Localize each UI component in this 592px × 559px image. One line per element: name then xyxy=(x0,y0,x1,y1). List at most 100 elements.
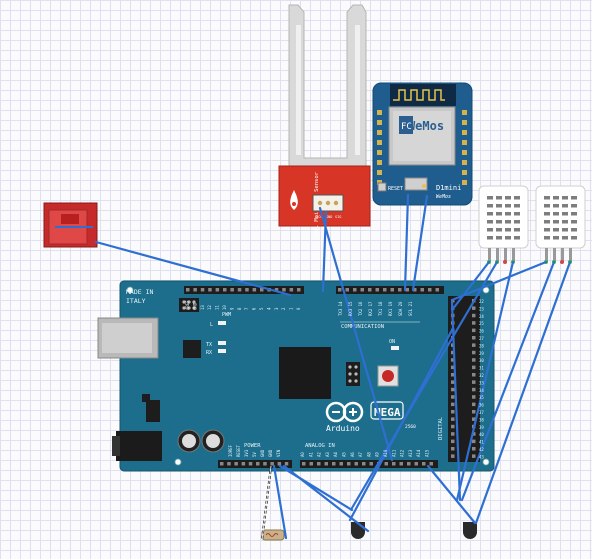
dht-sensor-2[interactable] xyxy=(535,185,586,264)
pin-label: 39 xyxy=(479,425,484,430)
pin-label: TX2 16 xyxy=(358,301,363,316)
l-label: L xyxy=(210,322,213,328)
wire-dht2-a[interactable] xyxy=(450,260,548,302)
pin-label: 3 xyxy=(274,307,279,310)
pin-label: SDA 20 xyxy=(398,301,403,316)
pin-label: 8 xyxy=(237,307,242,310)
wemos-logo-text: WeMos xyxy=(408,119,444,133)
wire-dht1-a[interactable] xyxy=(450,260,491,312)
pin-label: A10 xyxy=(383,449,388,457)
pin-label: RESET xyxy=(236,444,241,457)
pin-label: A6 xyxy=(350,452,355,457)
wemos-brand-label: WeMos xyxy=(436,194,451,200)
led-tx xyxy=(218,341,226,345)
led-l xyxy=(218,321,226,325)
pin-label: A0 xyxy=(300,452,305,457)
pin-label: 0 xyxy=(296,307,301,310)
pin-label: 3V3 xyxy=(244,449,249,457)
pin-label: A2 xyxy=(317,452,322,457)
pwm-header xyxy=(184,286,304,294)
atmega2560-chip xyxy=(279,347,331,399)
pin-label: 32 xyxy=(479,373,484,378)
svg-text:FC: FC xyxy=(401,122,412,132)
pin-label: 37 xyxy=(479,410,484,415)
soil-moisture-sensor[interactable]: Soil Moisture Sensor VCC GND SIG xyxy=(278,4,371,238)
wemos-d1-mini[interactable]: WeMos FC RESET D1mini WeMos xyxy=(372,82,473,206)
pin-label: 5 xyxy=(259,307,264,310)
on-label: ON xyxy=(389,339,395,345)
dht-sensor-1[interactable] xyxy=(478,185,529,264)
pin-label: 43 xyxy=(479,454,484,459)
pin-label: RX3 15 xyxy=(348,301,353,316)
pin-label: A7 xyxy=(358,452,363,457)
wire-power-2[interactable] xyxy=(272,464,288,540)
wire-power-3[interactable] xyxy=(282,464,370,533)
pin-label: 12 xyxy=(207,305,212,310)
pin-label: 1 xyxy=(289,307,294,310)
wire-wemos-1[interactable] xyxy=(403,193,410,292)
pin-label: 26 xyxy=(479,329,484,334)
comm-header xyxy=(336,286,444,294)
wemos-reset-button[interactable] xyxy=(377,182,387,192)
wire-dht1-b[interactable] xyxy=(350,260,499,510)
pin-label: 6 xyxy=(252,307,257,310)
pin-label: 40 xyxy=(479,432,484,437)
pin-label: A14 xyxy=(416,449,421,457)
pin-label: RX2 17 xyxy=(368,301,373,316)
tx-label: TX xyxy=(206,342,212,348)
pin-label: GND xyxy=(268,449,273,457)
made-in-label: MADE IN xyxy=(126,288,153,296)
wire-red-module[interactable] xyxy=(94,240,292,297)
icsp-header-1 xyxy=(179,298,199,312)
digital-label: DIGITAL xyxy=(438,416,444,440)
photoresistor[interactable] xyxy=(261,529,285,541)
pin-label: GND xyxy=(192,302,197,310)
wire-dht2-b[interactable] xyxy=(460,260,556,502)
rx-label: RX xyxy=(206,350,212,356)
power-header xyxy=(218,460,292,468)
pin-label: 24 xyxy=(479,314,484,319)
communication-label: COMMUNICATION xyxy=(341,324,384,330)
pin-label: 36 xyxy=(479,403,484,408)
wemos-reset-label: RESET xyxy=(388,186,403,192)
wire-analog[interactable] xyxy=(426,464,477,525)
arduino-model-suffix: 2560 xyxy=(405,424,416,430)
pin-label: 31 xyxy=(479,366,484,371)
wire-wemos-2[interactable] xyxy=(411,194,429,292)
wire-soil-2[interactable] xyxy=(321,210,328,293)
pin-label: 2 xyxy=(281,307,286,310)
icsp-header-2 xyxy=(346,362,360,386)
pin-label: 10 xyxy=(222,305,227,310)
pin-label: VIN xyxy=(276,449,281,457)
pin-label: TX3 14 xyxy=(338,301,343,316)
reset-button[interactable] xyxy=(377,365,399,387)
pin-label: IOREF xyxy=(228,444,233,457)
pin-label: A3 xyxy=(325,452,330,457)
power-label: POWER xyxy=(244,443,261,449)
pin-label: 33 xyxy=(479,380,484,385)
pin-label: 28 xyxy=(479,343,484,348)
power-jack xyxy=(116,431,162,461)
soil-pin-sig: SIG xyxy=(335,215,341,219)
seeed-logo xyxy=(290,190,298,210)
arduino-mega-board[interactable]: MADE IN ITALY PWM L TX RX ON COMMUNICATI… xyxy=(97,280,495,472)
wire-digital-2[interactable] xyxy=(348,328,454,522)
pin-label: SCL 21 xyxy=(408,301,413,316)
wires xyxy=(94,193,572,540)
red-sensor-module[interactable] xyxy=(43,202,98,248)
pin-label: 41 xyxy=(479,440,484,445)
temperature-sensor-2[interactable] xyxy=(463,522,477,539)
led-rx xyxy=(218,349,226,353)
pin-label: 42 xyxy=(479,447,484,452)
wemos-model-label: D1mini xyxy=(436,184,461,192)
pin-label: 35 xyxy=(479,395,484,400)
wire-dht2-c[interactable] xyxy=(474,260,572,525)
wire-digital-1[interactable] xyxy=(450,300,462,502)
pwm-label: PWM xyxy=(222,312,231,318)
pin-label: A9 xyxy=(375,452,380,457)
wire-dht1-c[interactable] xyxy=(455,260,515,502)
pin-label: A15 xyxy=(425,449,430,457)
wire-soil-1[interactable] xyxy=(318,206,394,462)
